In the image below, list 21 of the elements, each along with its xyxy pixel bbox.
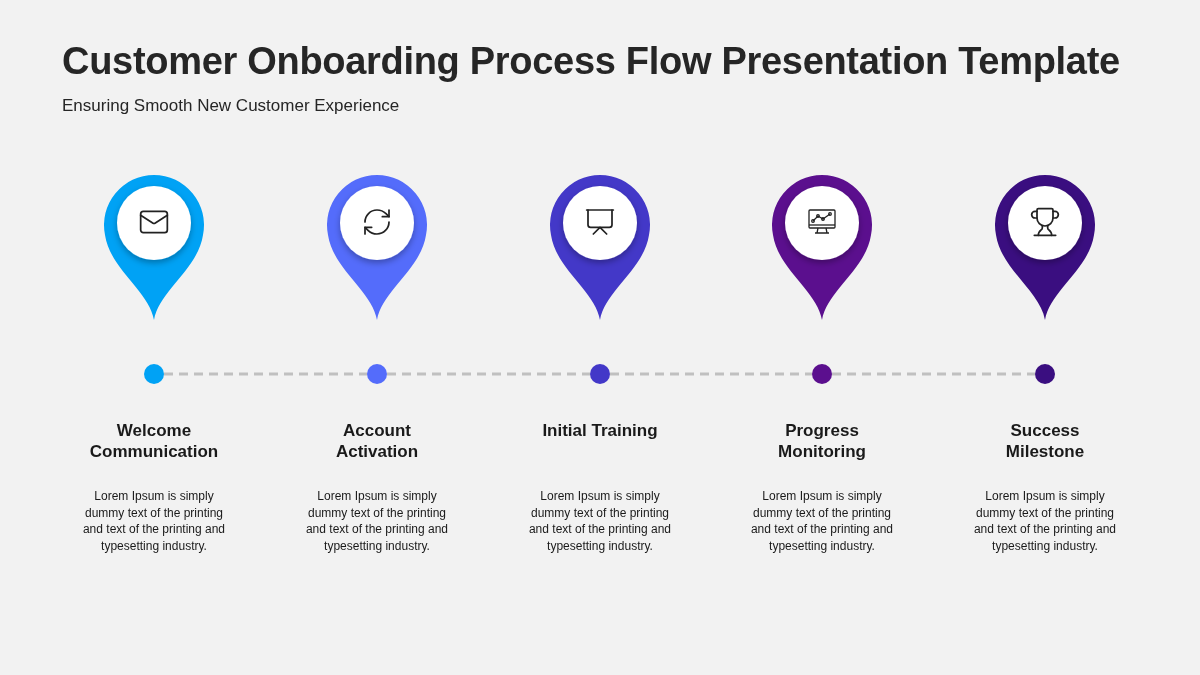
step-title: Success Milestone: [1004, 420, 1086, 462]
dashed-connector: [832, 372, 1035, 376]
timeline-dot: [367, 364, 387, 384]
step-description: Lorem Ipsum is simply dummy text of the printing and text of the printing and typesetting industry.: [972, 488, 1118, 554]
step-title: Welcome Communication: [88, 420, 220, 462]
step-title: Account Activation: [334, 420, 420, 462]
step-title: Initial Training: [541, 420, 659, 441]
title: Customer Onboarding Process Flow Presentation Template: [62, 40, 1120, 83]
timeline-dot: [590, 364, 610, 384]
step-description: Lorem Ipsum is simply dummy text of the printing and text of the printing and typesetting industry.: [527, 488, 673, 554]
timeline-dot: [144, 364, 164, 384]
timeline-dot: [812, 364, 832, 384]
timeline-dot: [1035, 364, 1055, 384]
step-description: Lorem Ipsum is simply dummy text of the printing and text of the printing and typesetting industry.: [749, 488, 895, 554]
step-title: Progress Monitoring: [777, 420, 867, 462]
subtitle: Ensuring Smooth New Customer Experience: [62, 96, 400, 116]
dashed-connector: [387, 372, 590, 376]
step-description: Lorem Ipsum is simply dummy text of the printing and text of the printing and typesetting industry.: [81, 488, 227, 554]
step-description: Lorem Ipsum is simply dummy text of the printing and text of the printing and typesetting industry.: [304, 488, 450, 554]
dashed-connector: [610, 372, 812, 376]
dashed-connector: [164, 372, 367, 376]
